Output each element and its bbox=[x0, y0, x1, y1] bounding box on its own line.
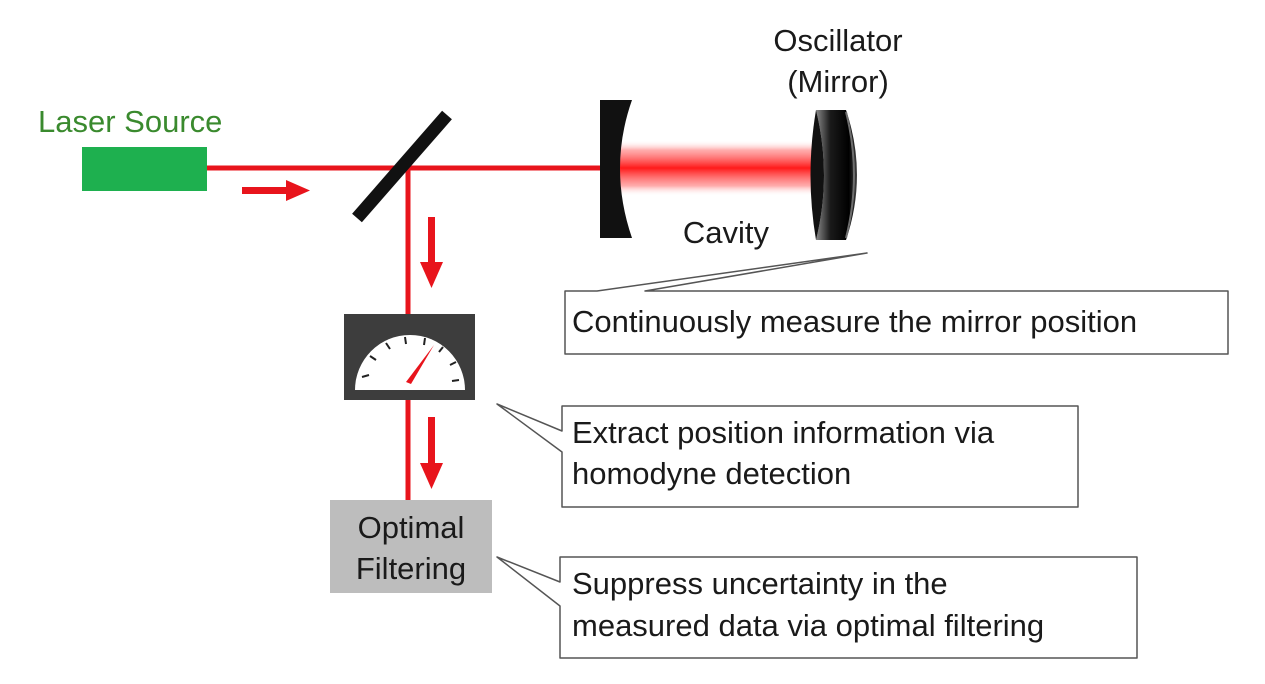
laser-source-block bbox=[82, 147, 207, 191]
cavity-label: Cavity bbox=[683, 215, 770, 250]
beam-splitter bbox=[352, 110, 452, 223]
callout-bubble bbox=[496, 556, 1138, 659]
down-arrow-icon bbox=[420, 417, 443, 489]
down-arrow-icon bbox=[420, 217, 443, 288]
optimal-filtering-sublabel: Filtering bbox=[356, 551, 466, 586]
laser-source-label: Laser Source bbox=[38, 104, 222, 139]
callout-filtering-line1: Suppress uncertainty in the bbox=[572, 566, 948, 601]
cavity-beam bbox=[620, 140, 818, 196]
direction-arrows bbox=[242, 180, 443, 489]
optimal-filtering-label: Optimal bbox=[358, 510, 465, 545]
callout-homodyne-line2: homodyne detection bbox=[572, 456, 851, 491]
meter-needle bbox=[406, 345, 434, 384]
callout-filtering: Suppress uncertainty in the measured dat… bbox=[496, 556, 1138, 659]
meter-ticks bbox=[361, 336, 460, 382]
callout-mirror-position-line1: Continuously measure the mirror position bbox=[572, 304, 1137, 339]
oscillator-label: Oscillator bbox=[773, 23, 902, 58]
callout-bubble bbox=[564, 252, 1229, 355]
oscillator-sublabel: (Mirror) bbox=[787, 64, 889, 99]
callout-homodyne: Extract position information via homodyn… bbox=[496, 403, 1079, 508]
right-arrow-icon bbox=[242, 180, 310, 201]
homodyne-detector bbox=[344, 314, 475, 400]
oscillator-mirror bbox=[810, 110, 857, 240]
optimal-filtering-box bbox=[330, 500, 492, 593]
callout-bubble bbox=[496, 403, 1079, 508]
callout-mirror-position: Continuously measure the mirror position bbox=[564, 252, 1229, 355]
callout-filtering-line2: measured data via optimal filtering bbox=[572, 608, 1044, 643]
meter-dial bbox=[355, 335, 465, 390]
callout-homodyne-line1: Extract position information via bbox=[572, 415, 995, 450]
input-cavity-mirror bbox=[600, 100, 632, 238]
